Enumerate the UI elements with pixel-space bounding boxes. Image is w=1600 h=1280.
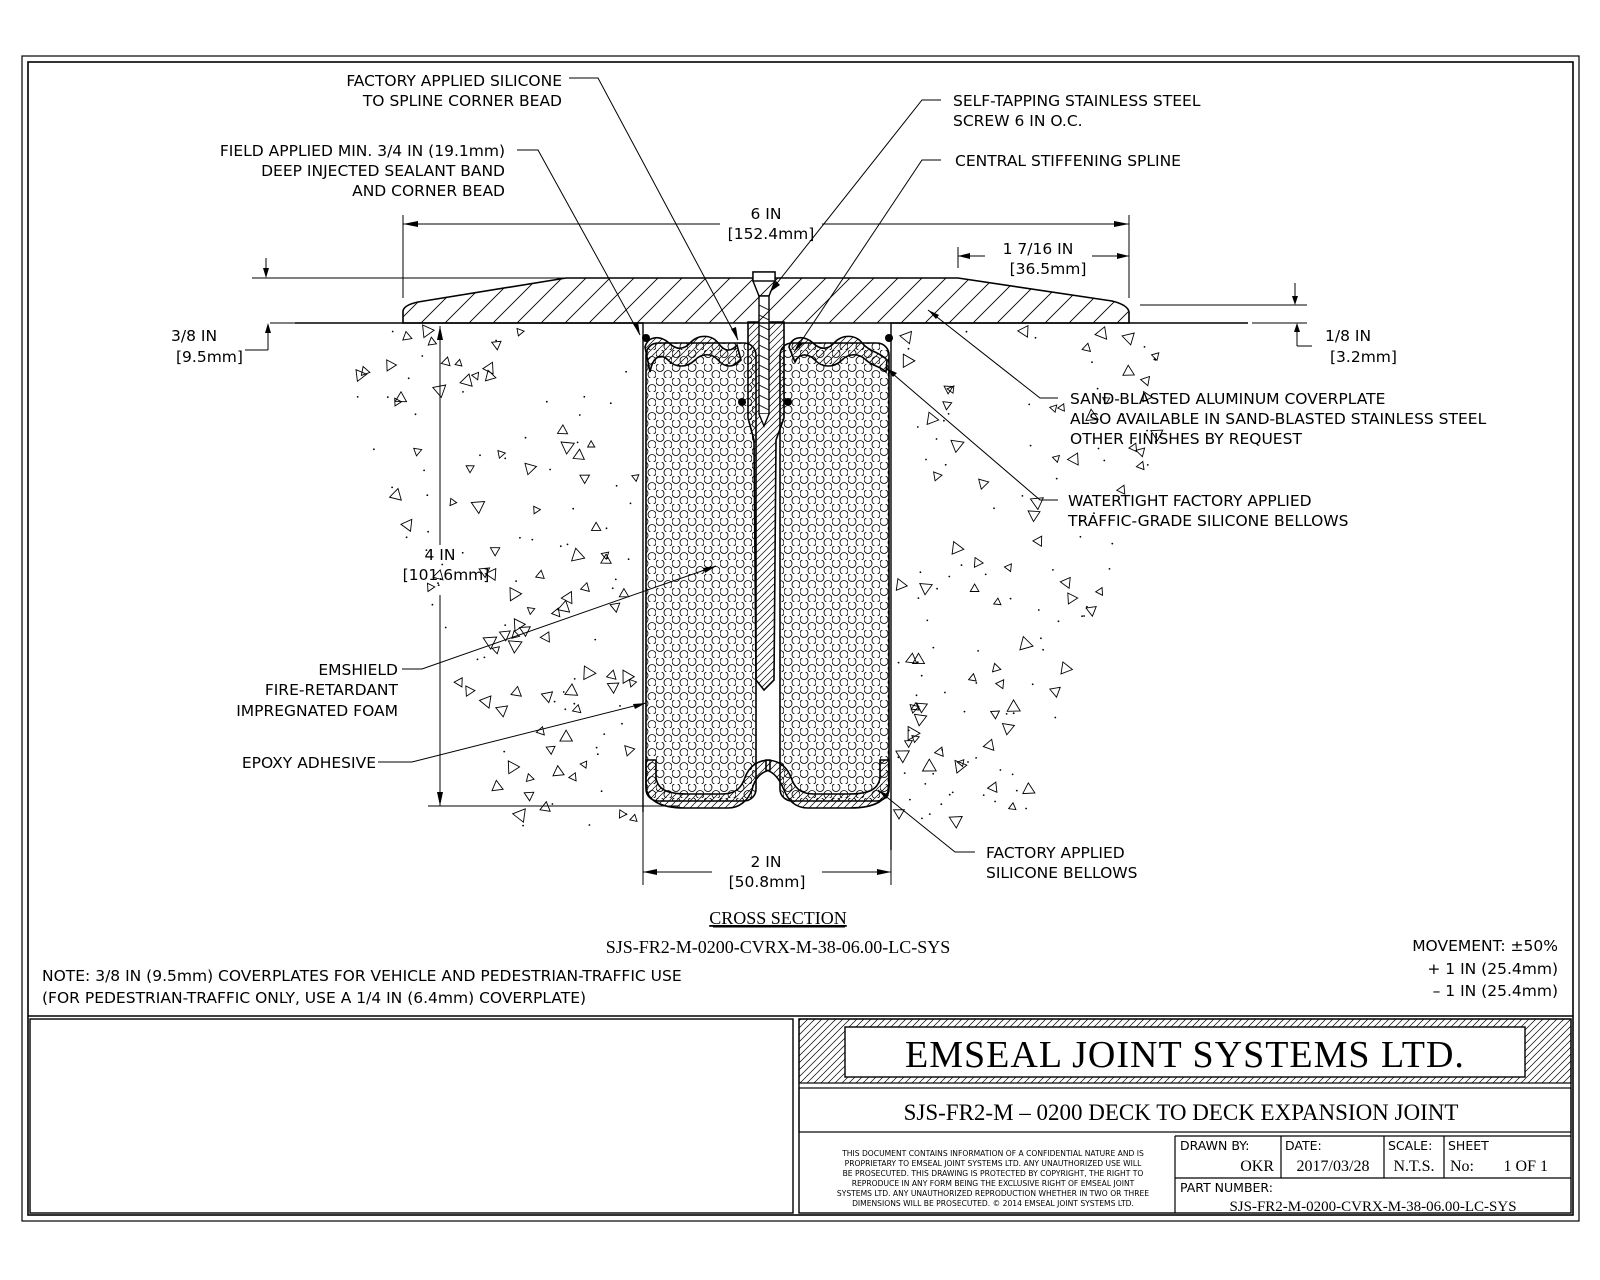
movement-spec: MOVEMENT: ±50% + 1 IN (25.4mm) – 1 IN (2…	[1412, 937, 1558, 1000]
dim-4in-mm: [101.6mm]	[403, 566, 490, 584]
svg-text:SYSTEMS LTD. ANY UNAUTHORIZED: SYSTEMS LTD. ANY UNAUTHORIZED REPRODUCTI…	[837, 1189, 1149, 1198]
svg-text:AND CORNER BEAD: AND CORNER BEAD	[352, 182, 505, 200]
corner-bead-left	[738, 398, 746, 406]
foam-left	[645, 342, 757, 802]
part-number-value: SJS-FR2-M-0200-CVRX-M-38-06.00-LC-SYS	[1229, 1199, 1516, 1215]
dim-2in-label: 2 IN	[751, 853, 782, 871]
inner-border	[27, 61, 1574, 1216]
svg-text:MOVEMENT: ±50%: MOVEMENT: ±50%	[1412, 937, 1558, 955]
aluminum-coverplate	[402, 277, 1130, 324]
disclaimer: THIS DOCUMENT CONTAINS INFORMATION OF A …	[837, 1149, 1149, 1208]
callout-spline: CENTRAL STIFFENING SPLINE	[793, 152, 1181, 353]
cross-section-drawing: 6 IN [152.4mm] 1 7/16 IN [36.5mm] 3/8 IN…	[171, 72, 1487, 891]
drawing-title: SJS-FR2-M – 0200 DECK TO DECK EXPANSION …	[904, 1100, 1459, 1125]
svg-text:FIRE-RETARDANT: FIRE-RETARDANT	[265, 681, 399, 699]
concrete-aggregate	[355, 324, 640, 827]
screw-head	[752, 271, 776, 282]
svg-text:TO SPLINE CORNER BEAD: TO SPLINE CORNER BEAD	[362, 92, 562, 110]
svg-text:TRAFFIC-GRADE SILICONE BELLOWS: TRAFFIC-GRADE SILICONE BELLOWS	[1067, 512, 1348, 530]
title-block: EMSEAL JOINT SYSTEMS LTD. SJS-FR2-M – 02…	[798, 1018, 1572, 1215]
callout-bellows-top: WATERTIGHT FACTORY APPLIED TRAFFIC-GRADE…	[885, 367, 1348, 530]
svg-text:DEEP INJECTED SEALANT BAND: DEEP INJECTED SEALANT BAND	[261, 162, 505, 180]
svg-text:EPOXY ADHESIVE: EPOXY ADHESIVE	[242, 754, 376, 772]
section-code: SJS-FR2-M-0200-CVRX-M-38-06.00-LC-SYS	[606, 937, 951, 957]
svg-text:SCREW 6 IN O.C.: SCREW 6 IN O.C.	[953, 112, 1083, 130]
dimension-2in: 2 IN [50.8mm]	[642, 812, 892, 891]
svg-text:+ 1 IN (25.4mm): + 1 IN (25.4mm)	[1427, 960, 1558, 978]
svg-text:SILICONE BELLOWS: SILICONE BELLOWS	[986, 864, 1137, 882]
svg-text:SELF-TAPPING STAINLESS STEEL: SELF-TAPPING STAINLESS STEEL	[953, 92, 1201, 110]
callout-coverplate: SAND-BLASTED ALUMINUM COVERPLATE ALSO AV…	[927, 309, 1487, 448]
drawn-by-label: DRAWN BY:	[1180, 1138, 1249, 1153]
dim-4in-label: 4 IN	[425, 546, 456, 564]
sheet-no-label: No:	[1450, 1158, 1474, 1175]
dim-6in-label: 6 IN	[751, 205, 782, 223]
dimension-4in: 4 IN [101.6mm]	[403, 326, 680, 807]
dim-taper-label: 1 7/16 IN	[1003, 240, 1074, 258]
svg-text:THIS DOCUMENT CONTAINS INFORMA: THIS DOCUMENT CONTAINS INFORMATION OF A …	[841, 1149, 1144, 1158]
svg-text:DIMENSIONS WILL BE PROSECUTED.: DIMENSIONS WILL BE PROSECUTED. © 2014 EM…	[852, 1199, 1134, 1208]
dimension-1-8in: 1/8 IN [3.2mm]	[1140, 283, 1397, 366]
scale-label: SCALE:	[1388, 1138, 1432, 1153]
svg-text:BE PROSECUTED. THIS DRAWING IS: BE PROSECUTED. THIS DRAWING IS PROTECTED…	[843, 1169, 1144, 1178]
sheet-value: 1 OF 1	[1504, 1158, 1548, 1175]
callout-foam: EMSHIELD FIRE-RETARDANT IMPREGNATED FOAM	[236, 565, 717, 720]
svg-text:FACTORY APPLIED SILICONE: FACTORY APPLIED SILICONE	[346, 72, 562, 90]
svg-text:FACTORY APPLIED: FACTORY APPLIED	[986, 844, 1125, 862]
date-value: 2017/03/28	[1297, 1158, 1370, 1175]
svg-text:WATERTIGHT FACTORY APPLIED: WATERTIGHT FACTORY APPLIED	[1068, 492, 1312, 510]
company-name: EMSEAL JOINT SYSTEMS LTD.	[905, 1034, 1465, 1076]
date-label: DATE:	[1285, 1138, 1322, 1153]
svg-text:REPRODUCE IN ANY FORM BEING TH: REPRODUCE IN ANY FORM BEING THE EXCLUSIV…	[852, 1179, 1135, 1188]
silicone-bellows-top-left	[644, 335, 742, 373]
svg-text:CENTRAL STIFFENING SPLINE: CENTRAL STIFFENING SPLINE	[955, 152, 1181, 170]
note-line-1: NOTE: 3/8 IN (9.5mm) COVERPLATES FOR VEH…	[42, 967, 682, 985]
callout-factory-silicone: FACTORY APPLIED SILICONE TO SPLINE CORNE…	[346, 72, 739, 341]
note-line-2: (FOR PEDESTRIAN-TRAFFIC ONLY, USE A 1/4 …	[42, 989, 586, 1007]
callout-field-sealant: FIELD APPLIED MIN. 3/4 IN (19.1mm) DEEP …	[220, 142, 641, 336]
sealant-corner-bead-right	[885, 334, 893, 342]
outer-border	[21, 55, 1580, 1222]
dimension-3-8in: 3/8 IN [9.5mm]	[171, 258, 566, 366]
svg-text:EMSHIELD: EMSHIELD	[318, 661, 398, 679]
sheet-label: SHEET	[1448, 1138, 1489, 1153]
dim-2in-mm: [50.8mm]	[729, 873, 806, 891]
svg-text:IMPREGNATED FOAM: IMPREGNATED FOAM	[236, 702, 398, 720]
svg-text:ALSO AVAILABLE IN SAND-BLASTED: ALSO AVAILABLE IN SAND-BLASTED STAINLESS…	[1070, 410, 1487, 428]
sealant-corner-bead-left	[642, 334, 650, 342]
dim-18-label: 1/8 IN	[1325, 327, 1371, 345]
dim-18-mm: [3.2mm]	[1330, 348, 1397, 366]
svg-text:FIELD APPLIED MIN. 3/4 IN (19.: FIELD APPLIED MIN. 3/4 IN (19.1mm)	[220, 142, 505, 160]
central-stiffening-spline	[747, 321, 785, 692]
svg-text:OTHER FINISHES BY REQUEST: OTHER FINISHES BY REQUEST	[1070, 430, 1302, 448]
dimension-6in: 6 IN [152.4mm]	[402, 205, 1130, 298]
dimension-1-7-16in: 1 7/16 IN [36.5mm]	[957, 240, 1129, 278]
blank-notes-box	[29, 1018, 794, 1214]
part-number-label: PART NUMBER:	[1180, 1180, 1273, 1195]
svg-text:– 1 IN (25.4mm): – 1 IN (25.4mm)	[1433, 982, 1558, 1000]
svg-text:SAND-BLASTED ALUMINUM COVERPLA: SAND-BLASTED ALUMINUM COVERPLATE	[1070, 390, 1385, 408]
silicone-bellows-top-right	[788, 335, 888, 374]
silicone-bellows-bottom-right	[765, 759, 890, 809]
drawn-by-value: OKR	[1240, 1158, 1274, 1175]
callout-epoxy: EPOXY ADHESIVE	[242, 702, 647, 772]
dim-38-label: 3/8 IN	[171, 327, 217, 345]
dim-38-mm: [9.5mm]	[176, 348, 243, 366]
corner-bead-right	[784, 398, 792, 406]
concrete-aggregate	[892, 324, 1164, 829]
svg-text:PROPRIETARY TO EMSEAL JOINT SY: PROPRIETARY TO EMSEAL JOINT SYSTEMS LTD.…	[845, 1159, 1142, 1168]
scale-value: N.T.S.	[1393, 1158, 1434, 1175]
section-title: CROSS SECTION	[709, 908, 847, 928]
dim-taper-mm: [36.5mm]	[1010, 260, 1087, 278]
foam-right	[779, 342, 890, 802]
callout-bellows-bottom: FACTORY APPLIED SILICONE BELLOWS	[877, 789, 1137, 882]
dim-6in-mm: [152.4mm]	[728, 225, 815, 243]
callout-screw: SELF-TAPPING STAINLESS STEEL SCREW 6 IN …	[769, 92, 1201, 293]
